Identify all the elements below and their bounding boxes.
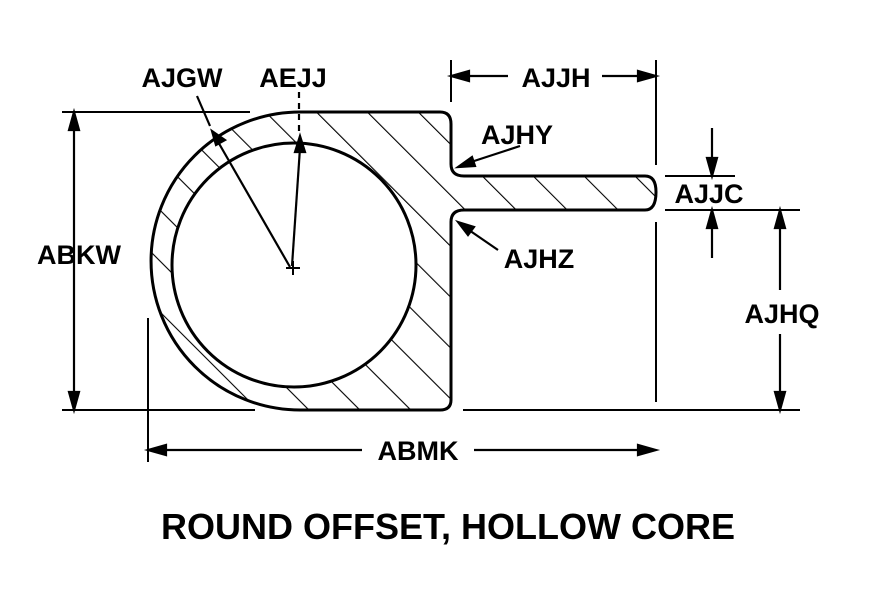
label-ajjh: AJJH xyxy=(521,63,590,93)
clip-outline xyxy=(149,110,658,412)
label-aejj: AEJJ xyxy=(259,63,327,93)
label-abkw: ABKW xyxy=(37,240,121,270)
dimension-lines xyxy=(67,69,787,457)
label-ajgw: AJGW xyxy=(142,63,224,93)
radius-leaders xyxy=(195,92,307,268)
label-ajhy: AJHY xyxy=(481,120,553,150)
label-ajhz: AJHZ xyxy=(504,244,575,274)
label-abmk: ABMK xyxy=(378,436,459,466)
diagram-title: ROUND OFFSET, HOLLOW CORE xyxy=(161,506,735,547)
label-ajjc: AJJC xyxy=(674,179,743,209)
label-ajhq: AJHQ xyxy=(744,299,819,329)
extension-lines xyxy=(62,60,800,462)
